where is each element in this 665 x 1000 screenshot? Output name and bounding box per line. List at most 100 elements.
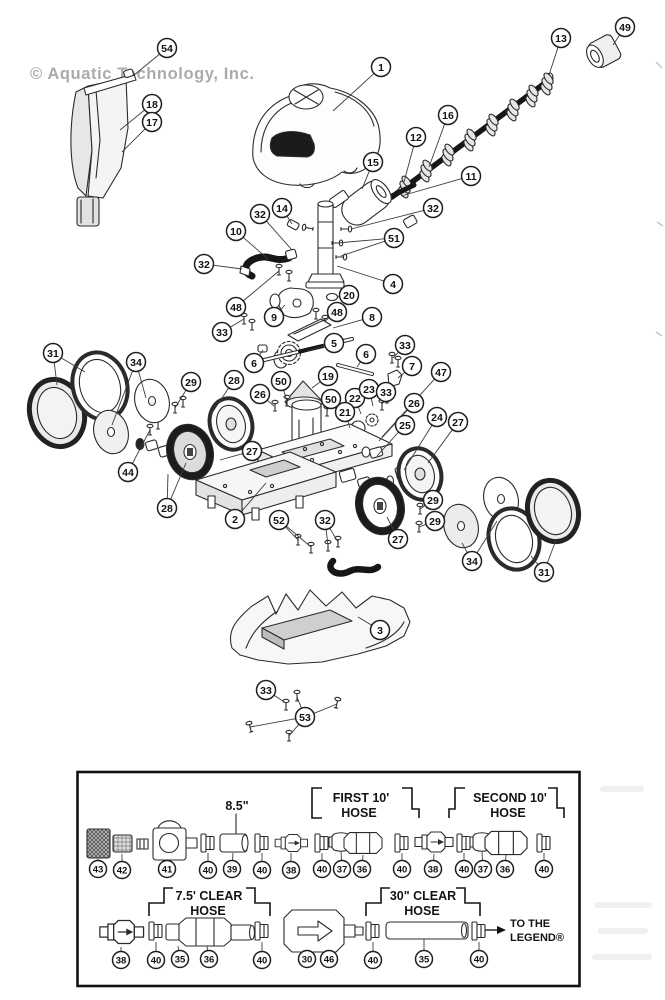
callout-number-7: 7 — [409, 361, 415, 373]
callout-36 — [352, 859, 372, 879]
callout-leader-12 — [403, 146, 415, 183]
mesh-scrubber-42 — [112, 834, 133, 853]
callout-leader-44 — [132, 429, 151, 464]
callout-34 — [125, 351, 147, 373]
callout-49 — [614, 16, 636, 38]
callout-number-36: 36 — [500, 864, 511, 875]
sweep-hose-assembly-30-46 — [283, 909, 364, 953]
callout-leader-33 — [273, 694, 287, 704]
hose-nut-40 — [471, 921, 486, 941]
callout-32 — [249, 203, 271, 225]
tire-right-outer — [524, 477, 582, 545]
callout-35 — [170, 949, 190, 969]
callout-number-28: 28 — [161, 503, 173, 515]
group-brackets — [148, 787, 565, 916]
callout-number-33: 33 — [399, 340, 411, 352]
callout-leader-24 — [403, 424, 433, 471]
callout-40 — [252, 950, 272, 970]
callout-40 — [146, 950, 166, 970]
hose-nut-40 — [365, 921, 380, 941]
callout-number-35: 35 — [175, 954, 186, 965]
callout-leader-22 — [357, 406, 362, 415]
callout-number-43: 43 — [93, 864, 104, 875]
callout-number-20: 20 — [343, 290, 355, 302]
callout-number-31: 31 — [538, 567, 550, 579]
callout-leader-31 — [53, 362, 58, 386]
callout-leader-52 — [285, 526, 299, 541]
callout-leader-31 — [530, 555, 539, 565]
callout-number-27: 27 — [452, 417, 464, 429]
callout-leader-27 — [219, 453, 244, 461]
callout-8 — [361, 306, 383, 328]
callout-leader-27 — [427, 429, 453, 464]
callout-number-44: 44 — [122, 467, 134, 479]
callout-38 — [111, 950, 131, 970]
filter-bag — [70, 68, 137, 227]
callout-50 — [320, 388, 342, 410]
callout-leader-31 — [546, 539, 557, 564]
callout-leader-11 — [400, 178, 463, 197]
chassis-base — [195, 451, 337, 521]
callout-number-40: 40 — [151, 955, 162, 966]
turbine-elbow — [240, 263, 339, 331]
callout-35 — [414, 949, 434, 969]
callout-number-38: 38 — [286, 865, 297, 876]
callout-number-40: 40 — [203, 865, 214, 876]
callout-40 — [312, 859, 332, 879]
callout-leader-28 — [209, 387, 230, 417]
callout-number-40: 40 — [474, 954, 485, 965]
label-75-clear-2: HOSE — [190, 904, 225, 918]
callout-25 — [394, 414, 416, 436]
hose-nut-40 — [254, 921, 269, 941]
callout-number-38: 38 — [116, 955, 127, 966]
callout-leader-53 — [296, 696, 302, 709]
callout-30 — [297, 949, 317, 969]
callout-leader-32 — [213, 264, 243, 270]
callout-number-26: 26 — [254, 389, 266, 401]
callout-leader-54 — [132, 53, 160, 77]
callout-leader-53 — [249, 718, 296, 728]
hose-nut-40 — [200, 833, 215, 853]
callout-7 — [401, 355, 423, 377]
callout-number-16: 16 — [442, 110, 454, 122]
callout-number-27: 27 — [246, 446, 258, 458]
callout-number-52: 52 — [273, 515, 285, 527]
callout-number-32: 32 — [319, 515, 331, 527]
callout-number-2: 2 — [232, 514, 238, 526]
callout-leader-32 — [350, 209, 424, 230]
callout-leader-48 — [243, 270, 280, 302]
hose-nut-40 — [314, 833, 329, 853]
callout-41 — [157, 859, 177, 879]
callout-number-15: 15 — [367, 157, 379, 169]
callout-leader-25 — [376, 431, 399, 457]
wheel-hub-right-2 — [355, 476, 405, 536]
callout-5 — [323, 332, 345, 354]
callout-24 — [426, 406, 448, 428]
callout-leader-23 — [370, 398, 374, 407]
callout-19 — [317, 365, 339, 387]
callout-leader-6 — [259, 349, 264, 356]
callout-number-30: 30 — [302, 954, 313, 965]
callout-38 — [281, 860, 301, 880]
callout-leader-34 — [138, 371, 147, 399]
callout-52 — [268, 509, 290, 531]
callout-leader-51 — [340, 240, 386, 257]
hose-nut-40 — [536, 833, 551, 853]
callout-number-35: 35 — [419, 954, 430, 965]
callout-leader-10 — [242, 236, 269, 260]
callout-2 — [224, 508, 246, 530]
hose-36 — [343, 832, 383, 854]
callout-number-34: 34 — [466, 556, 478, 568]
callout-number-40: 40 — [257, 865, 268, 876]
callout-20 — [338, 284, 360, 306]
mounting-plate — [287, 307, 332, 342]
callout-number-5: 5 — [331, 338, 337, 350]
small-screws-mid — [294, 533, 342, 554]
callout-36 — [199, 949, 219, 969]
callout-9 — [263, 306, 285, 328]
callout-40 — [392, 859, 412, 879]
label-to-legend-1: TO THE — [510, 918, 550, 930]
callout-10 — [225, 220, 247, 242]
